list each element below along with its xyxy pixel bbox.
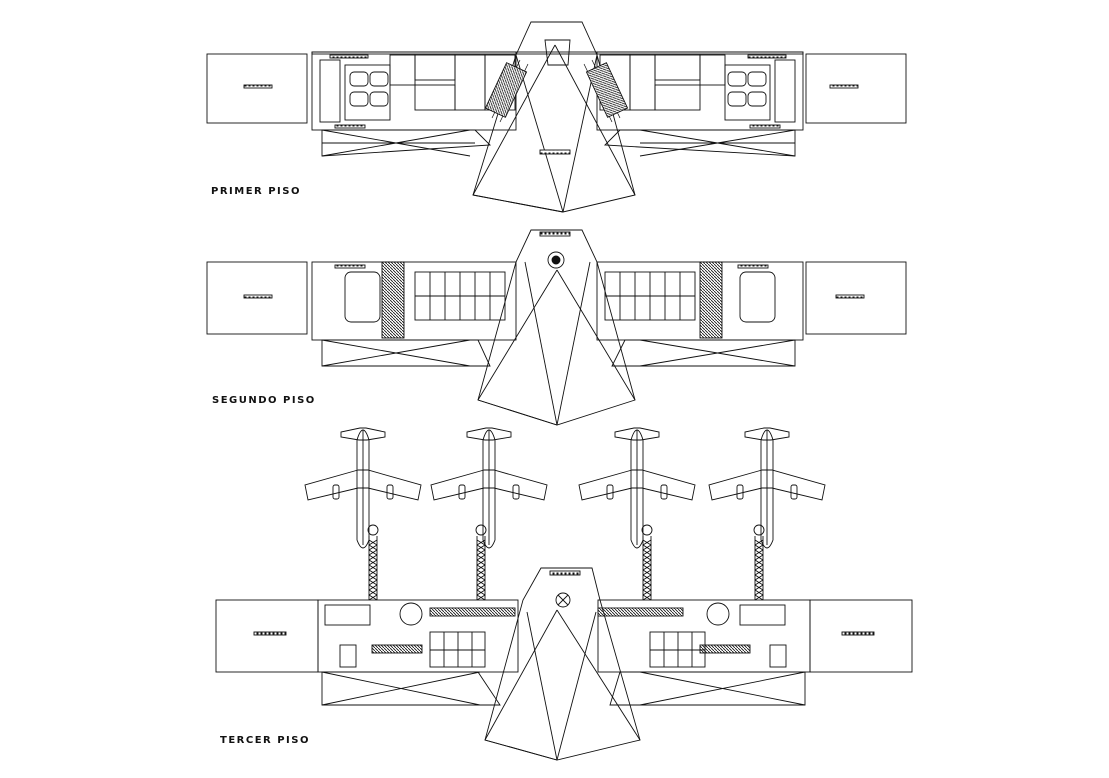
floor-label-tercer-piso: TERCER PISO [220, 735, 310, 746]
aircraft [430, 427, 548, 549]
aircraft [304, 427, 422, 549]
jet-bridge [367, 524, 379, 601]
central-pyramid [484, 567, 641, 761]
east-wing-block [809, 599, 913, 673]
floor-label-segundo-piso: SEGUNDO PISO [212, 395, 316, 406]
jet-bridge [475, 524, 487, 601]
west-wing-block [206, 53, 308, 124]
east-wing-block [805, 53, 907, 124]
west-wing-block [215, 599, 319, 673]
jet-bridge [753, 524, 765, 601]
central-pyramid [477, 229, 636, 426]
jet-bridge [641, 524, 653, 601]
west-wing-block [206, 261, 308, 335]
aircraft [578, 427, 696, 549]
east-wing-block [805, 261, 907, 335]
plan-tercer-piso [215, 567, 913, 761]
floor-label-primer-piso: PRIMER PISO [211, 186, 301, 197]
plan-primer-piso [206, 21, 907, 213]
plan-segundo-piso [206, 229, 907, 426]
aircraft [708, 427, 826, 549]
